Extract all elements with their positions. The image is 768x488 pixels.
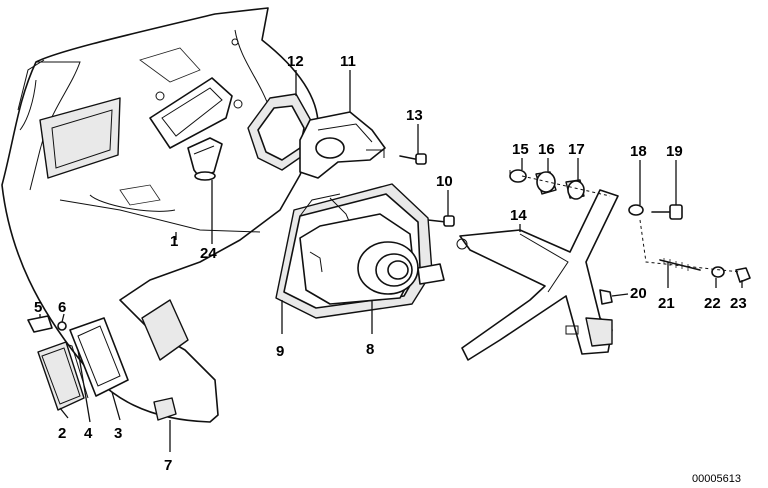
leader-lines — [39, 70, 743, 452]
clip-5 — [27, 315, 53, 333]
bolt-19 — [651, 204, 683, 220]
callout-20: 20 — [630, 285, 647, 302]
callout-10: 10 — [436, 173, 453, 190]
callout-14: 14 — [510, 207, 527, 224]
callout-3: 3 — [114, 425, 122, 442]
callout-2: 2 — [58, 425, 66, 442]
callout-16: 16 — [538, 141, 555, 158]
vent-grille-2 — [37, 341, 85, 411]
rubber-mount-17 — [565, 179, 585, 200]
callout-19: 19 — [666, 143, 683, 160]
screw-20 — [599, 289, 613, 305]
assembly-line-bolt — [639, 219, 741, 273]
document-id: 00005613 — [692, 473, 741, 485]
screw-10 — [427, 215, 455, 227]
rubber-mount-16 — [535, 171, 557, 195]
stud-21 — [659, 258, 701, 271]
callout-11: 11 — [340, 53, 356, 70]
vent-frame-3 — [69, 317, 129, 397]
bracket-14 — [456, 189, 619, 361]
housing-11 — [299, 111, 386, 179]
callout-23: 23 — [730, 295, 747, 312]
callout-17: 17 — [568, 141, 585, 158]
cap-7 — [153, 397, 177, 421]
washer-18 — [628, 204, 644, 216]
gasket-12 — [247, 93, 315, 171]
screw-6 — [57, 321, 67, 331]
callout-24: 24 — [200, 245, 217, 262]
callout-21: 21 — [658, 295, 675, 312]
headlight-housing-8 — [299, 213, 445, 305]
callout-15: 15 — [512, 141, 529, 158]
callout-13: 13 — [406, 107, 423, 124]
callout-9: 9 — [276, 343, 284, 360]
nut-23 — [735, 267, 751, 283]
callout-8: 8 — [366, 341, 374, 358]
callout-18: 18 — [630, 143, 647, 160]
callout-4: 4 — [84, 425, 93, 442]
callout-7: 7 — [164, 457, 172, 474]
fairing-panel — [1, 7, 319, 423]
assembly-line-mounts — [521, 175, 611, 197]
callout-labels: 12 11 13 10 15 16 17 18 19 14 1 24 20 21… — [34, 53, 747, 474]
callout-6: 6 — [58, 299, 66, 316]
bushing-15 — [509, 169, 527, 183]
callout-22: 22 — [704, 295, 721, 312]
callout-1: 1 — [170, 233, 178, 250]
duct-clip-24 — [187, 137, 223, 181]
callout-5: 5 — [34, 299, 42, 316]
washer-22 — [711, 266, 725, 278]
screw-13 — [399, 153, 427, 165]
callout-12: 12 — [287, 53, 304, 70]
